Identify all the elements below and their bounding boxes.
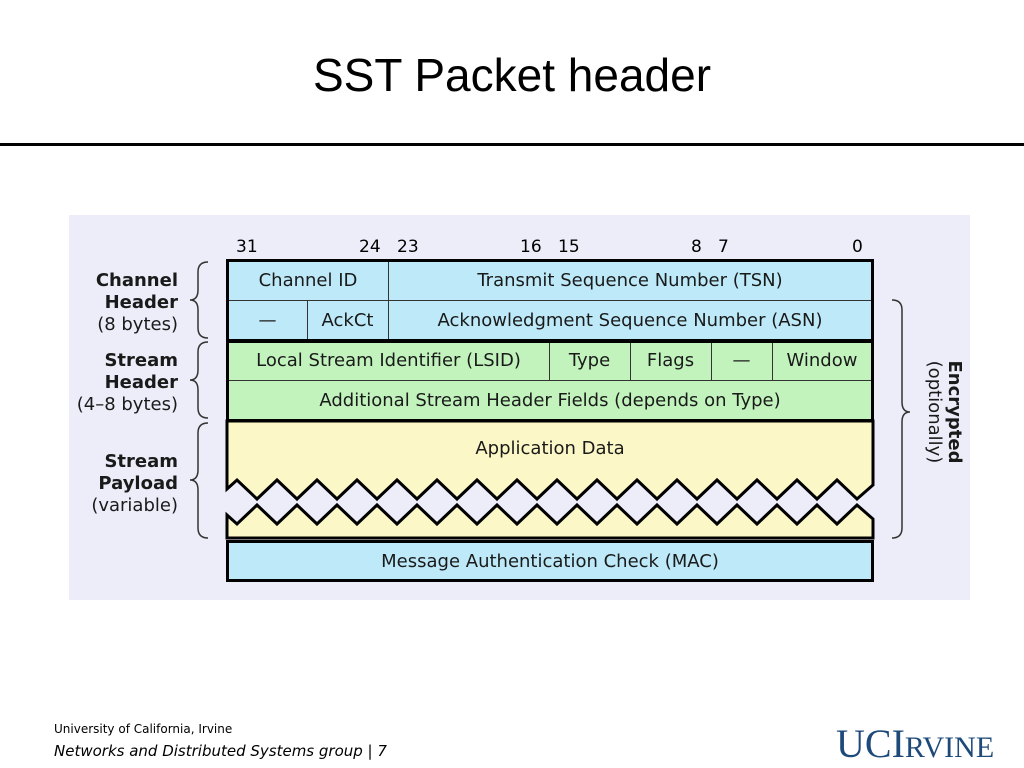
stream-payload-title: Stream [104,451,178,472]
stream-header-size: (4–8 bytes) [76,394,178,415]
channel-header-title: Channel [95,270,178,291]
field-divider [307,300,308,340]
flags-field: Flags [630,340,711,380]
stream-header-title: Stream [104,350,178,371]
field-divider [711,340,712,380]
bit-label-8: 8 [691,237,702,257]
channel-header-title-2: Header [104,292,178,313]
payload-bottom-shape [225,502,875,540]
bit-label-15: 15 [558,237,580,257]
additional-fields: Additional Stream Header Fields (depends… [228,380,872,420]
lsid-field: Local Stream Identifier (LSID) [228,340,549,380]
payload-top-shape [225,419,875,502]
stream-header-brace [189,341,209,419]
stream-header-title-2: Header [104,372,178,393]
window-field: Window [772,340,872,380]
title-divider [0,143,1024,146]
encrypted-brace [891,299,911,539]
field-divider [772,340,773,380]
field-divider [388,261,389,340]
encrypted-sub: (optionally) [924,360,945,464]
type-field: Type [549,340,630,380]
bit-label-23: 23 [397,237,419,257]
stream-payload-title-2: Payload [98,473,178,494]
slide-title: SST Packet header [312,49,712,101]
field-divider [549,340,550,380]
encrypted-title: Encrypted [944,360,965,464]
channel-header-label: Channel Header (8 bytes) [70,270,178,336]
bit-label-7: 7 [718,237,729,257]
bit-label-0: 0 [852,237,863,257]
stream-payload-label: Stream Payload (variable) [70,451,178,517]
ackct-field: AckCt [307,300,388,340]
row-divider [228,380,872,381]
row-divider [228,300,872,301]
footer-group: Networks and Distributed Systems group |… [54,742,387,760]
mac-field: Message Authentication Check (MAC) [228,542,872,580]
encrypted-label: Encrypted (optionally) [924,360,965,464]
bit-label-16: 16 [520,237,542,257]
bit-label-24: 24 [359,237,381,257]
channel-header-brace [189,261,209,339]
field-divider [630,340,631,380]
channel-reserved-field: — [228,300,307,340]
bit-label-31: 31 [236,237,258,257]
stream-reserved-field: — [711,340,772,380]
channel-id-field: Channel ID [228,261,388,300]
mac-box [226,540,874,582]
stream-payload-size: (variable) [91,495,178,516]
stream-header-label: Stream Header (4–8 bytes) [70,350,178,416]
tsn-field: Transmit Sequence Number (TSN) [388,261,872,300]
channel-header-size: (8 bytes) [97,314,178,335]
uc-irvine-logo: UCIRVINE [836,721,995,766]
application-data-label: Application Data [475,437,625,459]
asn-field: Acknowledgment Sequence Number (ASN) [388,300,872,340]
stream-payload-brace [189,422,209,539]
footer-institution: University of California, Irvine [54,722,233,736]
